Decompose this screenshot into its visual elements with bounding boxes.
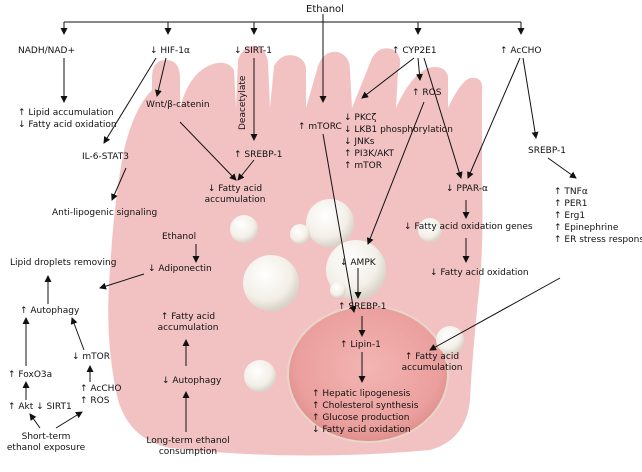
srebp-effect: ↑ Epinephrine [554, 223, 619, 233]
cyp-effect: ↓ PKCζ [344, 113, 377, 123]
il6-stat3-label: IL-6-STAT3 [82, 152, 129, 162]
outcome-item: ↓ Fatty acid oxidation [312, 425, 411, 435]
adiponectin-label: ↓ Adiponectin [148, 264, 212, 274]
hif-label: ↓ HIF-1α [150, 46, 190, 56]
long-term-label: Long-term ethanol consumption [140, 436, 236, 458]
srebp-effect-text: Epinephrine [564, 223, 619, 233]
ampk-label: ↓ AMPK [340, 258, 376, 268]
sirt-label: ↓ SIRT-1 [234, 46, 273, 56]
lipid-droplet [244, 360, 276, 392]
fatty-acid-accumulation-right: ↑ Fatty acid accumulation [396, 352, 468, 374]
fao-genes-label: ↓ Fatty acid oxidation genes [404, 222, 533, 232]
srebp1-center-label: ↑ SREBP-1 [338, 302, 387, 312]
lipid-droplet [418, 218, 442, 242]
wnt-label: Wnt/β-catenin [146, 100, 210, 110]
short-term-line1: Short-term [21, 432, 71, 442]
lipid-droplet [330, 282, 346, 298]
ros-label: ↑ ROS [412, 88, 442, 98]
srebp-effect: ↑ ER stress response [554, 234, 642, 246]
fa-acc-top-line2: accumulation [204, 195, 266, 205]
srebp1-left-label: ↑ SREBP-1 [234, 150, 283, 160]
lipid-droplet [436, 326, 464, 354]
long-term-line2: consumption [158, 447, 218, 457]
nadh-label: NADH/NAD+ [18, 46, 75, 56]
deacetylate-label: Deacetylate [238, 75, 248, 130]
anti-lipogenic-label: Anti-lipogenic signaling [52, 208, 158, 218]
ethanol-inner-label: Ethanol [162, 232, 197, 242]
srebp-effect-text: TNFα [564, 187, 588, 197]
accho-top-label: ↑ AcCHO [500, 46, 542, 56]
foxo3a-label: ↑ FoxO3a [8, 370, 53, 380]
outcome-item: ↑ Cholesterol synthesis [312, 401, 419, 411]
cyp-effect: ↑ PI3K/AKT [344, 149, 395, 159]
ros-up-label: ↑ ROS [80, 396, 110, 406]
lipid-droplet [306, 199, 354, 247]
accho-up-label: ↑ AcCHO [80, 384, 122, 394]
fa-acc-right-line2: accumulation [401, 363, 463, 373]
nucleus [287, 305, 449, 443]
mtorc-label: ↑ mTORC [298, 122, 342, 132]
ppar-alpha-label: ↓ PPAR-α [446, 184, 488, 194]
srebp-effect-text: PER1 [564, 199, 588, 209]
lipid-accumulation-label: ↑ Lipid accumulation [18, 108, 114, 118]
mtor-down-label: ↓ mTOR [72, 352, 111, 362]
srebp-effect: ↑ Erg1 [554, 211, 586, 221]
srebp-effect: ↑ PER1 [554, 199, 588, 209]
cyp2e1-label: ↑ CYP2E1 [392, 46, 437, 56]
short-term-line2: ethanol exposure [6, 443, 86, 453]
lipin1-label: ↑ Lipin-1 [340, 340, 381, 350]
cyp-effect: ↓ JNKs [344, 137, 375, 147]
fa-acc-mid-line1: ↑ Fatty acid [160, 312, 216, 322]
fatty-acid-accumulation-top: ↓ Fatty acid accumulation [200, 184, 270, 206]
fa-acc-mid-line2: accumulation [157, 323, 219, 333]
srebp-effect-text: Erg1 [564, 211, 586, 221]
akt-sirt1-label: ↑ Akt ↓ SIRT1 [8, 402, 72, 412]
fatty-acid-accumulation-mid: ↑ Fatty acid accumulation [150, 312, 226, 334]
lipid-droplet [230, 215, 258, 243]
connector-lines [22, 14, 577, 432]
outcome-list: ↑ Hepatic lipogenesis ↑ Cholesterol synt… [312, 388, 418, 436]
cyp-effects-list: ↓ PKCζ ↓ LKB1 phosphorylation ↓ JNKs ↑ P… [344, 112, 453, 172]
cyp-effect: ↓ LKB1 phosphorylation [344, 125, 453, 135]
lipid-droplets-removing-label: Lipid droplets removing [10, 258, 117, 268]
outcome-item: ↑ Hepatic lipogenesis [312, 389, 411, 399]
fao-down-label: ↓ Fatty acid oxidation [430, 268, 529, 278]
srebp-effect: ↑ TNFα [554, 187, 588, 197]
outcome-item: ↑ Glucose production [312, 413, 410, 423]
srebp1-right-label: SREBP-1 [528, 146, 567, 156]
lipid-droplet [243, 255, 299, 311]
short-term-label: Short-term ethanol exposure [4, 432, 88, 454]
fa-acc-top-line1: ↓ Fatty acid [207, 184, 263, 194]
fatty-acid-oxidation-label: ↓ Fatty acid oxidation [18, 120, 117, 130]
srebp-effects-list: ↑ TNFα ↑ PER1 ↑ Erg1 ↑ Epinephrine ↑ ER … [554, 186, 642, 246]
autophagy-down-label: ↓ Autophagy [162, 376, 222, 386]
srebp-effect-text: ER stress response [564, 235, 642, 245]
fa-acc-right-line1: ↑ Fatty acid [404, 352, 460, 362]
ethanol-label: Ethanol [306, 4, 344, 15]
cyp-effect: ↑ mTOR [344, 161, 383, 171]
autophagy-up-label: ↑ Autophagy [20, 306, 80, 316]
lipid-droplet [290, 224, 310, 244]
long-term-line1: Long-term ethanol [146, 436, 230, 446]
